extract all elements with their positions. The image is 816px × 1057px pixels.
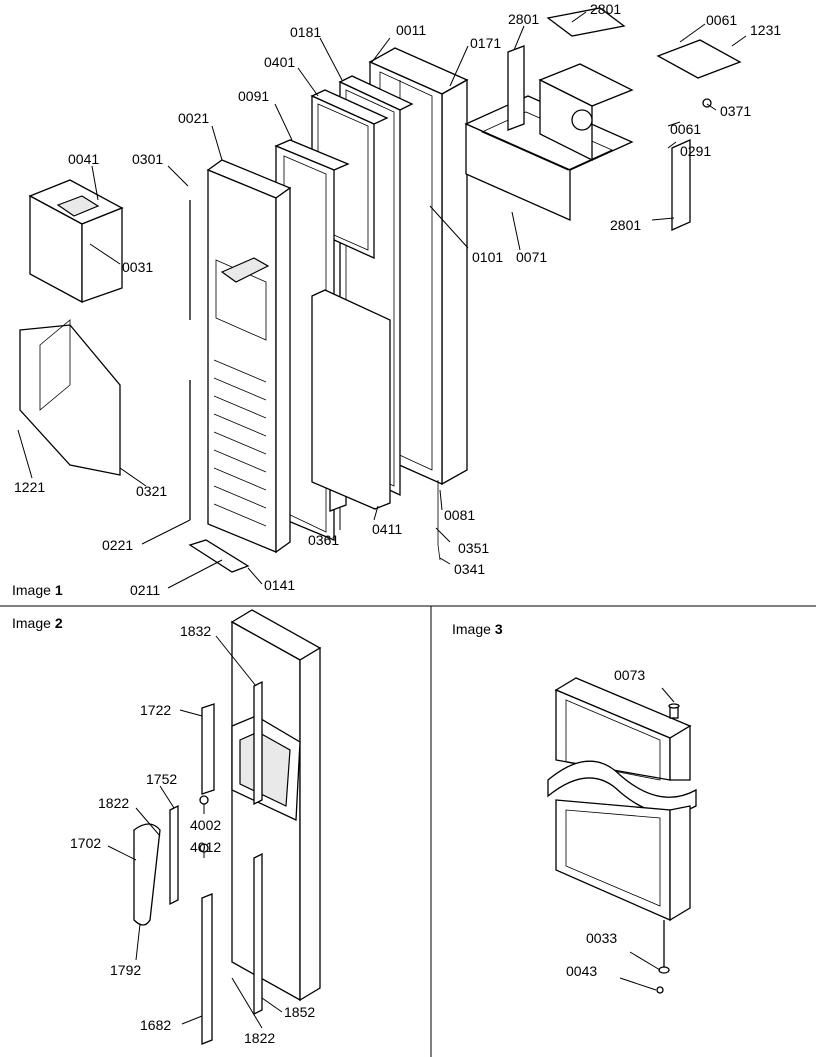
label-1702: 1702 — [70, 835, 101, 851]
label-1722: 1722 — [140, 702, 171, 718]
image2-drawing: 1832 1722 1752 1822 4002 1702 4012 1792 … — [12, 609, 322, 1046]
label-0061: 0061 — [670, 121, 701, 137]
hinge-pin-0033 — [658, 920, 670, 974]
handle-1702 — [133, 823, 161, 926]
panel-0411 — [311, 289, 391, 510]
label-0211: 0211 — [130, 582, 160, 598]
label-0321: 0321 — [136, 483, 167, 499]
image3-labels: 0073 0033 0043 — [566, 667, 645, 979]
trim-0211 — [188, 539, 250, 573]
image1-labels: 0011 0171 2801 2801 0061 1231 0181 0401 … — [14, 1, 781, 598]
foam-block-2801-c — [671, 138, 691, 232]
label-0351: 0351 — [458, 540, 489, 556]
label-1852: 1852 — [284, 1004, 315, 1020]
image2-title: Image 2 — [12, 615, 63, 631]
trim-1832 — [253, 680, 263, 806]
label-0301: 0301 — [132, 151, 163, 167]
label-1221: 1221 — [14, 479, 45, 495]
label-0371: 0371 — [720, 103, 751, 119]
label-0181: 0181 — [290, 24, 321, 40]
label-0021: 0021 — [178, 110, 209, 126]
door-frame-bottom — [555, 799, 691, 922]
image3-title: Image 3 — [452, 621, 503, 637]
image2-labels: 1832 1722 1752 1822 4002 1702 4012 1792 … — [70, 623, 315, 1046]
label-0073: 0073 — [614, 667, 645, 683]
trim-1752 — [169, 804, 179, 906]
image1-title: Image 1 — [12, 582, 63, 598]
bracket-0061 — [656, 39, 742, 79]
inner-liner-0021 — [206, 159, 292, 554]
dispenser-bezel — [231, 715, 301, 821]
label-1822: 1822 — [244, 1030, 275, 1046]
label-4002: 4002 — [190, 817, 221, 833]
break-band — [547, 760, 697, 815]
label-2801: 2801 — [590, 1, 621, 17]
label-0091: 0091 — [238, 88, 269, 104]
label-0043: 0043 — [566, 963, 597, 979]
label-1231: 1231 — [750, 22, 781, 38]
door-panel — [230, 609, 322, 1002]
label-0061: 0061 — [706, 12, 737, 28]
label-1682: 1682 — [140, 1017, 171, 1033]
label-0341: 0341 — [454, 561, 485, 577]
trim-1722 — [201, 703, 215, 795]
foam-block-2801-a — [507, 45, 525, 131]
label-0291: 0291 — [680, 143, 711, 159]
label-2801: 2801 — [610, 217, 641, 233]
label-0031: 0031 — [122, 259, 153, 275]
label-0101: 0101 — [472, 249, 503, 265]
image1-drawing: 0011 0171 2801 2801 0061 1231 0181 0401 … — [12, 1, 781, 598]
hinge-pin-0073 — [668, 703, 680, 719]
label-0171: 0171 — [470, 35, 501, 51]
tube-0341 — [437, 480, 441, 561]
label-1822: 1822 — [98, 795, 129, 811]
part-4002 — [199, 795, 209, 805]
screw-0043 — [656, 986, 664, 994]
label-0401: 0401 — [264, 54, 295, 70]
label-1792: 1792 — [110, 962, 141, 978]
label-0411: 0411 — [372, 521, 402, 537]
image1-leader-lines — [17, 11, 747, 589]
label-0041: 0041 — [68, 151, 99, 167]
image2-leader-lines — [107, 635, 283, 1029]
trim-1682 — [201, 893, 213, 1045]
label-0221: 0221 — [102, 537, 133, 553]
trim-1852 — [253, 852, 263, 1016]
label-2801: 2801 — [508, 11, 539, 27]
label-0071: 0071 — [516, 249, 547, 265]
label-4012: 4012 — [190, 839, 221, 855]
label-0081: 0081 — [444, 507, 475, 523]
image3-drawing: 0073 0033 0043 Image 3 — [452, 621, 697, 994]
cover-0321 — [19, 319, 121, 476]
label-1832: 1832 — [180, 623, 211, 639]
label-0141: 0141 — [264, 577, 295, 593]
label-0033: 0033 — [586, 930, 617, 946]
image3-leader-lines — [619, 687, 675, 991]
door-frame-top — [554, 677, 692, 781]
housing-0041 — [28, 179, 124, 304]
fan-assembly — [538, 63, 634, 162]
label-1752: 1752 — [146, 771, 177, 787]
label-0361: 0361 — [308, 532, 339, 548]
label-0011: 0011 — [396, 22, 426, 38]
foam-block-2801-b — [546, 7, 626, 37]
